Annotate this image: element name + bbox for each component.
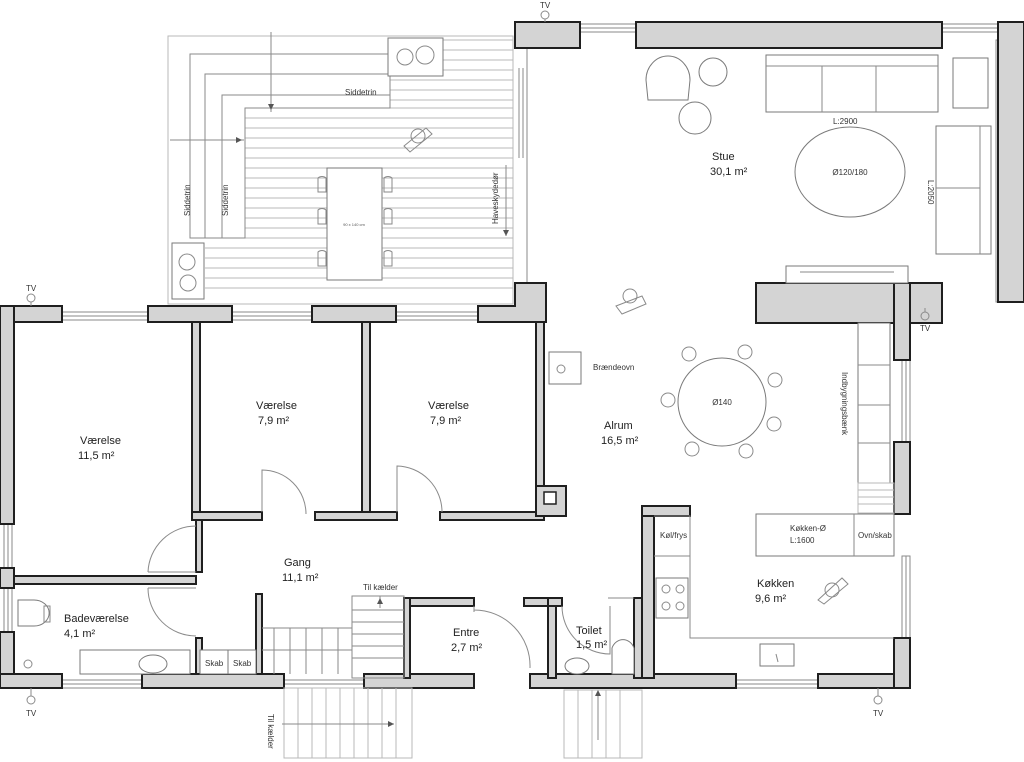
- haveskydedoer-label: Haveskydedør: [491, 172, 500, 224]
- bathroom-fixtures: Skab Skab: [17, 599, 635, 675]
- gang-area: 11,1 m²: [282, 572, 319, 584]
- doors: [147, 465, 634, 669]
- siddetrin-label-top: Siddetrin: [345, 88, 377, 97]
- side-cabinet: [952, 57, 989, 109]
- oval-table-label: Ø120/180: [832, 168, 868, 177]
- tv-marker-bottom-right: TV: [873, 688, 884, 718]
- terrace-table: [326, 167, 383, 281]
- alrum-name: Alrum: [604, 420, 633, 432]
- toilet-name: Toilet: [576, 625, 602, 637]
- ovn-skab-label: Ovn/skab: [858, 531, 892, 540]
- vaerelse1-area: 11,5 m²: [78, 450, 115, 462]
- cooktop: [655, 577, 689, 619]
- round-table-label: Ø140: [712, 398, 732, 407]
- kitchen-sink: [759, 643, 795, 667]
- planter-left: [171, 242, 205, 300]
- vaerelse2-name: Værelse: [256, 400, 297, 412]
- tv-label-bottom-left: TV: [26, 709, 37, 718]
- koekken-name: Køkken: [757, 578, 794, 590]
- tv-label-bottom-right: TV: [873, 709, 884, 718]
- island-length-label: L:1600: [790, 536, 815, 545]
- tv-label-top: TV: [540, 1, 551, 10]
- badevaerelse-name: Badeværelse: [64, 613, 129, 625]
- stue-name: Stue: [712, 151, 735, 163]
- siddetrin-label-left: Siddetrin: [183, 184, 192, 216]
- skab-label-2: Skab: [233, 659, 252, 668]
- tv-marker-right: TV: [920, 308, 931, 333]
- braendeovn-label: Brændeovn: [593, 363, 634, 372]
- indbygningsbaenk: [857, 322, 891, 484]
- living-room-furniture: L:2900 L:2050 Ø120/180 Stue 30,1 m²: [645, 54, 992, 284]
- tv-marker-left-top: TV: [26, 284, 37, 306]
- staircase: Til kælder Til kælder: [262, 583, 643, 759]
- person-figure-terrace: [403, 127, 433, 153]
- gang-name: Gang: [284, 557, 311, 569]
- sofa-length-label: L:2900: [833, 117, 858, 126]
- tv-markers: TV TV TV TV TV: [26, 1, 931, 718]
- indbygningsbaenk-label: Indbygningsbænk: [840, 372, 849, 436]
- terrace-table-size: 90 x 140 cm: [343, 222, 365, 227]
- walls: [0, 21, 1024, 689]
- planter-top: [387, 37, 444, 77]
- skab-1: [199, 649, 229, 675]
- sofa-l2050: [935, 125, 992, 255]
- toilet-bowl: [611, 639, 635, 675]
- tv-label-right: TV: [920, 324, 931, 333]
- toilet-sink: [564, 657, 590, 675]
- armchair: [645, 55, 691, 101]
- skab-label-1: Skab: [205, 659, 224, 668]
- kitchen-area: Køkken-Ø L:1600 Ovn/skab Køl/frys Køkken…: [654, 513, 895, 667]
- alrum-area: 16,5 m²: [601, 435, 639, 447]
- toilet-bowl-bath: [17, 599, 50, 627]
- badevaerelse-area: 4,1 m²: [64, 628, 96, 640]
- room-labels: Værelse 11,5 m² Værelse 7,9 m² Værelse 7…: [64, 400, 608, 654]
- stue-area: 30,1 m²: [710, 166, 748, 178]
- vaerelse3-area: 7,9 m²: [430, 415, 462, 427]
- bath-vanity: [79, 649, 191, 675]
- terrace-chairs: [317, 176, 393, 267]
- dining-area: Brændeovn Ø140 Alrum 16,5 m² Indbygnings…: [548, 288, 895, 514]
- vaerelse3-name: Værelse: [428, 400, 469, 412]
- tv-marker-top: TV: [540, 1, 551, 22]
- tv-marker-bottom-left: TV: [26, 688, 37, 718]
- person-figure-alrum: [615, 288, 647, 315]
- kol-frys-label: Køl/frys: [660, 531, 687, 540]
- tv-bench: [785, 265, 909, 284]
- dining-chairs: [660, 344, 783, 459]
- koekken-oe-label: Køkken-Ø: [790, 524, 826, 533]
- entre-name: Entre: [453, 627, 479, 639]
- siddetrin-label-right: Siddetrin: [221, 184, 230, 216]
- til-kaelder-label: Til kælder: [363, 583, 398, 592]
- vaerelse1-name: Værelse: [80, 435, 121, 447]
- toilet-area: 1,5 m²: [576, 639, 608, 651]
- sofa2-length-label: L:2050: [926, 180, 935, 205]
- skab-2: [227, 649, 257, 675]
- koekken-area: 9,6 m²: [755, 593, 787, 605]
- sofa-l2900: [765, 54, 939, 113]
- entre-area: 2,7 m²: [451, 642, 483, 654]
- oval-coffee-table: [794, 126, 906, 218]
- tv-label-left-top: TV: [26, 284, 37, 293]
- round-dining-table: [677, 357, 767, 447]
- vaerelse2-area: 7,9 m²: [258, 415, 290, 427]
- terrace: Siddetrin Siddetrin Siddetrin 90 x 140 c…: [167, 32, 528, 305]
- kitchen-island: [755, 513, 895, 557]
- til-kaelder-outside-label: Til kælder: [266, 714, 275, 749]
- person-figure-kitchen: [817, 577, 849, 605]
